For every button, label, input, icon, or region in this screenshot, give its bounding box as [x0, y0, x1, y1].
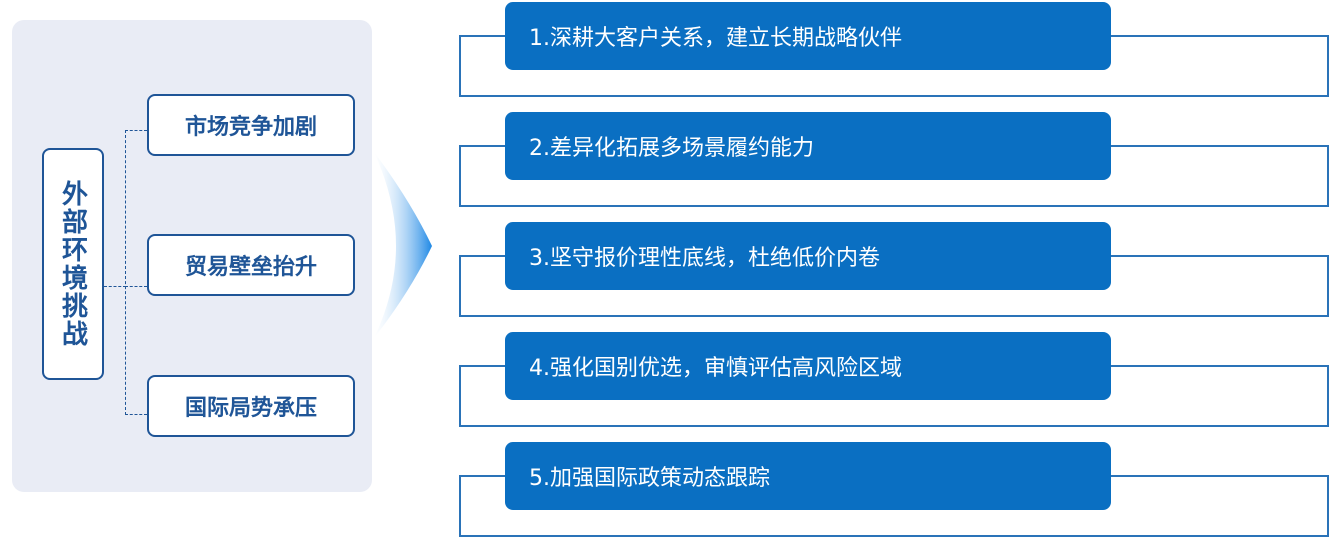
strategy-label-4: 4.强化国别优选，审慎评估高风险区域 [529, 356, 902, 381]
category-title: 外部环境挑战 [57, 180, 88, 348]
strategy-label-2: 2.差异化拓展多场景履约能力 [529, 136, 814, 161]
arrow-icon [374, 152, 432, 338]
row-frame-top-left-1 [459, 35, 507, 37]
connector-branch-2 [125, 286, 147, 287]
connector-vertical [125, 130, 126, 415]
strategy-item-3: 3.坚守报价理性底线，杜绝低价内卷 [505, 222, 1111, 290]
row-frame-top-left-2 [459, 145, 507, 147]
challenge-box-3: 国际局势承压 [147, 375, 355, 437]
row-frame-top-left-4 [459, 365, 507, 367]
row-frame-top-left-5 [459, 475, 507, 477]
row-frame-3 [459, 257, 1329, 317]
row-frame-top-left-3 [459, 255, 507, 257]
row-frame-top-right-1 [1110, 35, 1329, 37]
row-frame-4 [459, 367, 1329, 427]
challenge-box-1: 市场竞争加剧 [147, 94, 355, 156]
challenge-label-3: 国际局势承压 [184, 396, 317, 421]
strategy-label-5: 5.加强国际政策动态跟踪 [529, 466, 770, 491]
row-frame-1 [459, 37, 1329, 97]
challenge-label-1: 市场竞争加剧 [184, 115, 317, 140]
row-frame-top-right-4 [1110, 365, 1329, 367]
strategy-label-1: 1.深耕大客户关系，建立长期战略伙伴 [529, 26, 902, 51]
row-frame-top-right-5 [1110, 475, 1329, 477]
connector-branch-3 [125, 414, 147, 415]
row-frame-2 [459, 147, 1329, 207]
category-box: 外部环境挑战 [42, 148, 104, 380]
strategy-item-2: 2.差异化拓展多场景履约能力 [505, 112, 1111, 180]
row-frame-5 [459, 477, 1329, 537]
challenge-label-2: 贸易壁垒抬升 [184, 255, 317, 280]
challenge-box-2: 贸易壁垒抬升 [147, 234, 355, 296]
row-frame-top-right-3 [1110, 255, 1329, 257]
strategy-item-5: 5.加强国际政策动态跟踪 [505, 442, 1111, 510]
strategy-item-4: 4.强化国别优选，审慎评估高风险区域 [505, 332, 1111, 400]
strategy-item-1: 1.深耕大客户关系，建立长期战略伙伴 [505, 2, 1111, 70]
connector-main [104, 286, 126, 287]
strategy-label-3: 3.坚守报价理性底线，杜绝低价内卷 [529, 246, 880, 271]
row-frame-top-right-2 [1110, 145, 1329, 147]
connector-branch-1 [125, 130, 147, 131]
